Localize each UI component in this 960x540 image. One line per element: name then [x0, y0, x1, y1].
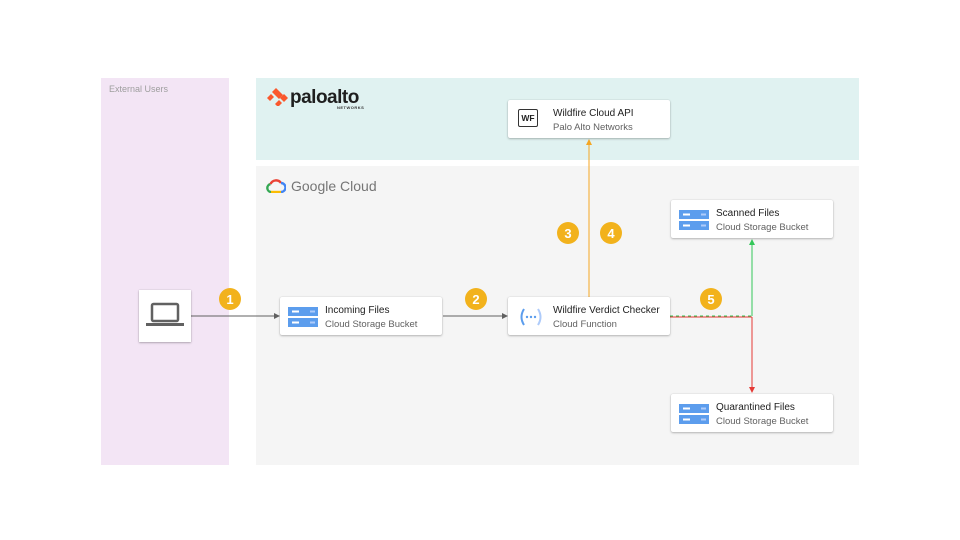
- cloud-storage-icon: [679, 404, 709, 424]
- paloalto-logo-icon: [267, 88, 288, 106]
- external-users-zone: [101, 78, 229, 465]
- cloud-storage-icon: [679, 210, 709, 230]
- node-title: Wildfire Cloud API: [553, 108, 634, 119]
- node-subtitle: Cloud Storage Bucket: [716, 222, 809, 233]
- node-scanned-files[interactable]: Scanned Files Cloud Storage Bucket: [671, 200, 833, 238]
- step-badge-3: 3: [557, 222, 579, 244]
- node-quarantined-files[interactable]: Quarantined Files Cloud Storage Bucket: [671, 394, 833, 432]
- paloalto-logo-text: paloalto: [290, 87, 359, 108]
- node-subtitle: Cloud Function: [553, 319, 617, 330]
- node-subtitle: Palo Alto Networks: [553, 122, 633, 133]
- laptop-icon: [146, 302, 184, 326]
- google-cloud-logo: Google Cloud: [266, 178, 377, 194]
- paloalto-logo-sub: NETWORKS: [337, 105, 365, 110]
- step-badge-5: 5: [700, 288, 722, 310]
- cloud-function-icon: [520, 308, 542, 326]
- google-cloud-logo-icon: [266, 179, 286, 193]
- node-subtitle: Cloud Storage Bucket: [325, 319, 418, 330]
- step-badge-2: 2: [465, 288, 487, 310]
- node-title: Incoming Files: [325, 305, 390, 316]
- google-cloud-logo-text: Google Cloud: [291, 178, 377, 194]
- step-badge-1: 1: [219, 288, 241, 310]
- node-title: Wildfire Verdict Checker: [553, 305, 660, 316]
- external-user-laptop: [139, 290, 191, 342]
- node-title: Quarantined Files: [716, 402, 795, 413]
- paloalto-logo: paloalto NETWORKS: [266, 87, 364, 110]
- node-title: Scanned Files: [716, 208, 780, 219]
- external-users-label: External Users: [109, 84, 169, 94]
- wildfire-icon: WF: [518, 109, 538, 127]
- node-wildfire-cloud-api[interactable]: WF Wildfire Cloud API Palo Alto Networks: [508, 100, 670, 138]
- node-wildfire-verdict-checker[interactable]: Wildfire Verdict Checker Cloud Function: [508, 297, 670, 335]
- cloud-storage-icon: [288, 307, 318, 327]
- node-subtitle: Cloud Storage Bucket: [716, 416, 809, 427]
- step-badge-4: 4: [600, 222, 622, 244]
- node-incoming-files[interactable]: Incoming Files Cloud Storage Bucket: [280, 297, 442, 335]
